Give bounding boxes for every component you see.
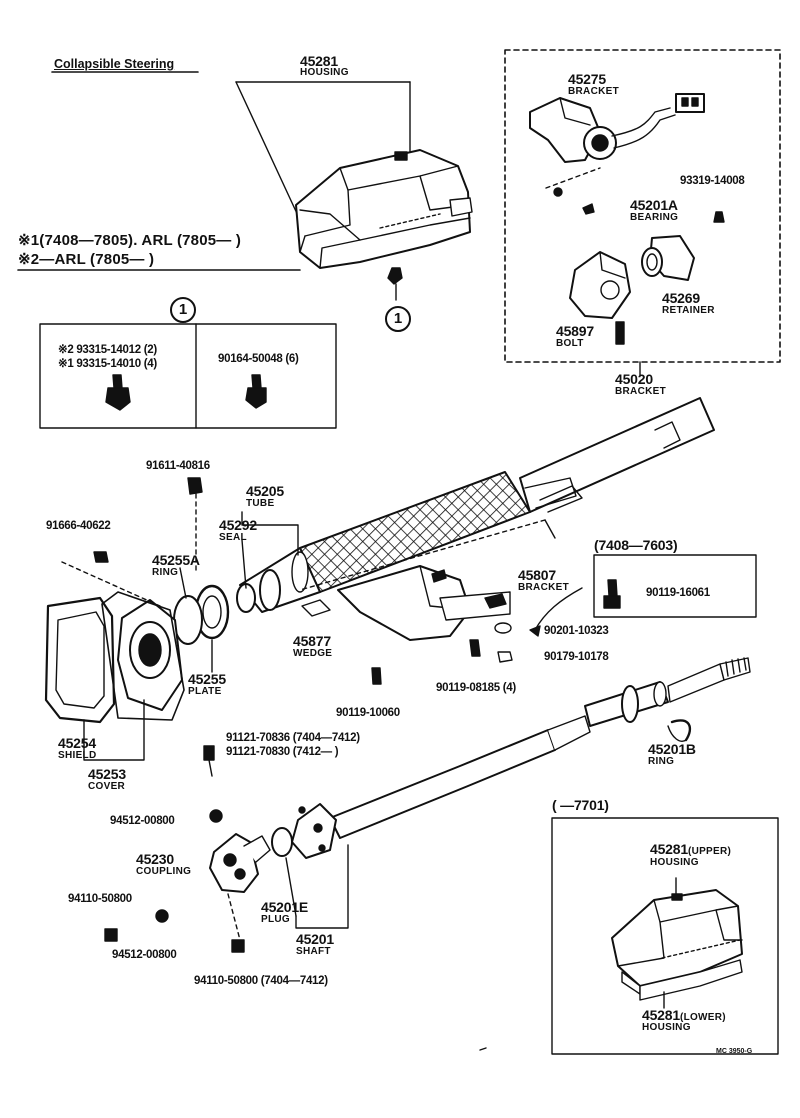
part-45255A-name: RING (152, 567, 179, 578)
part-45275-name: BRACKET (568, 86, 619, 97)
part-45281-lower-number: 45281 (642, 1007, 680, 1023)
part-90201-no: 90201-10323 (544, 625, 609, 637)
part-45201B-name: RING (648, 756, 675, 767)
bracket-group-no: 45020 (615, 371, 653, 387)
part-45275-no: 45275 (568, 71, 606, 87)
bracket-group-name: BRACKET (615, 386, 666, 397)
part-45281-upper-name: HOUSING (650, 857, 699, 868)
part-45254-name: SHIELD (58, 750, 97, 761)
box-7408-title: (7408—7603) (594, 537, 678, 553)
part-45281-upper-number: 45281 (650, 841, 688, 857)
part-90119-16061-no: 90119-16061 (646, 587, 710, 599)
part-45897-name: BOLT (556, 338, 584, 349)
applicability-note-2: ※2—ARL (7805— ) (18, 251, 155, 268)
part-45281-name: HOUSING (300, 67, 349, 78)
part-45253-no: 45253 (88, 766, 126, 782)
bolt-table-header: 1 (170, 297, 196, 323)
part-94512-00800-no-b: 94512-00800 (112, 949, 177, 961)
part-45201B-no: 45201B (648, 741, 696, 757)
housing-drawing (235, 81, 473, 301)
part-45201E-name: PLUG (261, 914, 290, 925)
part-93319-no: 93319-14008 (680, 175, 745, 187)
shaft-drawing (271, 657, 751, 859)
part-45205-name: TUBE (246, 498, 275, 509)
part-45255-name: PLATE (188, 686, 222, 697)
part-90119-10060-no: 90119-10060 (336, 707, 400, 719)
part-45281-no: 45281 (300, 53, 338, 69)
applicability-note-1: ※1(7408—7805). ARL (7805— ) (18, 232, 242, 249)
figure-code: MC 3950-G (716, 1048, 753, 1055)
part-90179-no: 90179-10178 (544, 651, 609, 663)
part-45281-upper-no: 45281(UPPER) (650, 842, 731, 857)
part-91121-70830-no: 91121-70830 (7412— ) (226, 746, 339, 758)
part-45201-no: 45201 (296, 931, 334, 947)
box-7701-title: ( —7701) (552, 797, 609, 813)
part-45254-no: 45254 (58, 735, 96, 751)
part-45281-lower-name: HOUSING (642, 1022, 691, 1033)
part-45281-lower-no: 45281(LOWER) (642, 1008, 726, 1023)
part-45205-no: 45205 (246, 483, 284, 499)
column-tube-drawing (239, 397, 715, 613)
part-45255A-no: 45255A (152, 552, 200, 568)
part-45230-name: COUPLING (136, 866, 192, 877)
part-90119-08185-no: 90119-08185 (4) (436, 682, 516, 694)
part-94110-50800-no-b: 94110-50800 (7404—7412) (194, 975, 328, 987)
part-94512-00800-no: 94512-00800 (110, 815, 175, 827)
bolt-table-frame (39, 323, 337, 429)
part-91121-70836-no: 91121-70836 (7404—7412) (226, 732, 360, 744)
part-45255-no: 45255 (188, 671, 226, 687)
part-45269-no: 45269 (662, 290, 700, 306)
part-45292-name: SEAL (219, 532, 247, 543)
part-45877-no: 45877 (293, 633, 331, 649)
part-45201A-name: BEARING (630, 212, 679, 223)
part-45201A-no: 45201A (630, 197, 678, 213)
diagram-title: Collapsible Steering (54, 57, 175, 71)
part-45292-no: 45292 (219, 517, 257, 533)
bolt-table-left-row: ※1 93315-14010 (4) (58, 358, 157, 370)
bracket-drawing (529, 93, 725, 345)
part-45807-no: 45807 (518, 567, 556, 583)
part-94110-50800-no: 94110-50800 (68, 893, 132, 905)
part-91611-no: 91611-40816 (146, 460, 210, 472)
part-45281-lower-suffix: (LOWER) (679, 1012, 726, 1023)
part-45253-name: COVER (88, 781, 126, 792)
bolt-table-left-row: ※2 93315-14012 (2) (58, 344, 157, 356)
part-45897-no: 45897 (556, 323, 594, 339)
part-45281-upper-suffix: (UPPER) (687, 846, 732, 857)
part-45201E-no: 45201E (261, 899, 309, 915)
part-45230-no: 45230 (136, 851, 174, 867)
callout-marker: 1 (385, 306, 411, 332)
part-91666-no: 91666-40622 (46, 520, 111, 532)
part-45877-name: WEDGE (293, 648, 333, 659)
part-45269-name: RETAINER (662, 305, 715, 316)
part-45201-name: SHAFT (296, 946, 331, 957)
bolt-table-right-row: 90164-50048 (6) (218, 353, 299, 365)
part-45807-name: BRACKET (518, 582, 569, 593)
split-housing-drawing (611, 877, 743, 1009)
